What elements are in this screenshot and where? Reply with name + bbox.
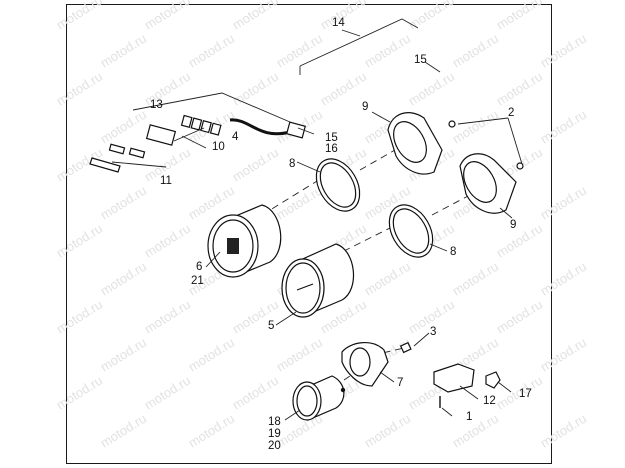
callout-9: 9 <box>362 101 368 113</box>
watermark-text: motod.ru <box>450 31 501 71</box>
bracket-14 <box>299 18 419 75</box>
watermark-text: motod.ru <box>186 31 237 71</box>
watermark-text: motod.ru <box>274 335 325 375</box>
watermark-text: motod.ru <box>230 69 281 109</box>
callout-21: 21 <box>191 275 204 287</box>
watermark-text: motod.ru <box>186 335 237 375</box>
callout-20: 20 <box>268 440 281 452</box>
watermark-text: motod.ru <box>494 69 545 109</box>
watermark-text: motod.ru <box>538 411 589 451</box>
callout-3: 3 <box>430 326 436 338</box>
watermark-text: motod.ru <box>142 373 193 413</box>
callout-1: 1 <box>466 411 472 423</box>
callout-8: 8 <box>289 158 295 170</box>
watermark-text: motod.ru <box>230 0 281 33</box>
watermark-text: motod.ru <box>450 411 501 451</box>
watermark-text: motod.ru <box>54 373 105 413</box>
watermark-text: motod.ru <box>538 335 589 375</box>
watermark-text: motod.ru <box>54 69 105 109</box>
watermark-text: motod.ru <box>98 259 149 299</box>
watermark-text: motod.ru <box>98 107 149 147</box>
watermark-text: motod.ru <box>142 0 193 33</box>
watermark-text: motod.ru <box>98 335 149 375</box>
mounting-cup <box>387 112 517 214</box>
watermark-text: motod.ru <box>186 411 237 451</box>
watermark-text: motod.ru <box>54 0 105 33</box>
leader-lines <box>111 29 523 421</box>
callout-5: 5 <box>268 320 274 332</box>
watermark-text: motod.ru <box>54 221 105 261</box>
callout-13: 13 <box>150 99 163 111</box>
watermark-text: motod.ru <box>494 221 545 261</box>
gasket-ring <box>315 158 434 258</box>
screws <box>448 120 524 170</box>
watermark-text: motod.ru <box>362 259 413 299</box>
watermark-text: motod.ru <box>230 145 281 185</box>
wiring-harness <box>89 92 307 173</box>
callout-12: 12 <box>483 395 496 407</box>
watermark-text: motod.ru <box>406 69 457 109</box>
watermark-text: motod.ru <box>450 259 501 299</box>
small-parts <box>399 341 501 408</box>
indicator-lamp <box>292 375 346 421</box>
watermark-text: motod.ru <box>494 0 545 33</box>
watermark-text: motod.ru <box>142 221 193 261</box>
callout-7: 7 <box>397 377 403 389</box>
watermark-text: motod.ru <box>362 411 413 451</box>
watermark-text: motod.ru <box>230 373 281 413</box>
watermark-text: motod.ru <box>274 183 325 223</box>
watermark-text: motod.ru <box>54 297 105 337</box>
callout-10: 10 <box>212 141 225 153</box>
gauge-housing <box>207 204 282 278</box>
callout-15: 15 <box>414 54 427 66</box>
callout-6: 6 <box>196 261 202 273</box>
callout-16: 16 <box>325 143 338 155</box>
callout-11: 11 <box>160 175 172 187</box>
watermark-text: motod.ru <box>274 31 325 71</box>
callout-15: 15 <box>325 132 338 144</box>
watermark-text: motod.ru <box>450 107 501 147</box>
callout-18: 18 <box>268 416 281 428</box>
watermark-text: motod.ru <box>98 183 149 223</box>
watermark-text: motod.ru <box>538 31 589 71</box>
watermark-text: motod.ru <box>98 31 149 71</box>
watermark-text: motod.ru <box>538 259 589 299</box>
watermark-text: motod.ru <box>406 0 457 33</box>
watermark-text: motod.ru <box>538 183 589 223</box>
callout-2: 2 <box>508 107 514 119</box>
watermark-text: motod.ru <box>494 297 545 337</box>
callout-19: 19 <box>268 428 281 440</box>
watermark-text: motod.ru <box>98 411 149 451</box>
callout-14: 14 <box>332 17 345 29</box>
lamp-bracket <box>341 342 389 387</box>
callout-8: 8 <box>450 246 456 258</box>
callout-4: 4 <box>232 131 239 143</box>
callout-17: 17 <box>519 388 532 400</box>
watermark-text: motod.ru <box>538 107 589 147</box>
gauge-housing <box>281 243 355 318</box>
callout-9: 9 <box>510 219 516 231</box>
watermark-text: motod.ru <box>142 297 193 337</box>
callout-labels: 14 15 9 2 13 4 15 16 10 8 11 9 8 6 21 5 … <box>150 17 532 452</box>
watermark-text: motod.ru <box>362 31 413 71</box>
